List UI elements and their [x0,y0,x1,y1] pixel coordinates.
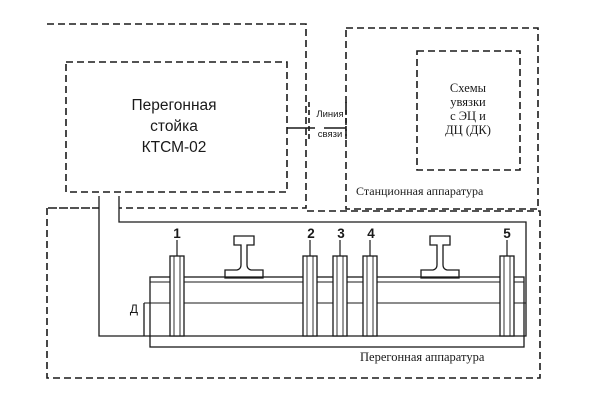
station-inner-line4: ДЦ (ДК) [445,123,491,137]
cable-outer [98,196,527,337]
sensor-label: Д [130,302,138,316]
link-label-line1: Линия [316,109,343,120]
sensor-unit-4 [362,240,378,337]
stand-title-line3: КТСМ-02 [142,139,207,156]
link-label-line2: связи [318,129,343,140]
stand-outer-frame [47,23,307,209]
unit-label-4: 4 [367,226,375,241]
station-inner-line2: увязки [450,95,486,109]
station-inner-line3: с ЭЦ и [450,109,486,123]
station-frame [345,27,539,210]
unit-label-1: 1 [173,226,181,241]
sensor-unit-2 [302,240,318,337]
stand-inner-box [65,61,288,193]
rail-profile-left [224,235,264,279]
track-caption: Перегонная аппаратура [360,350,485,364]
sensor-unit-1 [169,240,185,337]
station-caption: Станционная аппаратура [356,184,484,198]
sensor-unit-5 [499,240,515,337]
station-inner-line1: Схемы [450,81,487,95]
rail-profile-right [420,235,460,279]
unit-label-2: 2 [307,226,315,241]
stand-title-line1: Перегонная [131,97,216,114]
track-frame [46,208,541,379]
unit-label-5: 5 [503,226,511,241]
stand-title-line2: стойка [150,118,198,135]
sensor-unit-3 [332,240,348,337]
unit-label-3: 3 [337,226,345,241]
